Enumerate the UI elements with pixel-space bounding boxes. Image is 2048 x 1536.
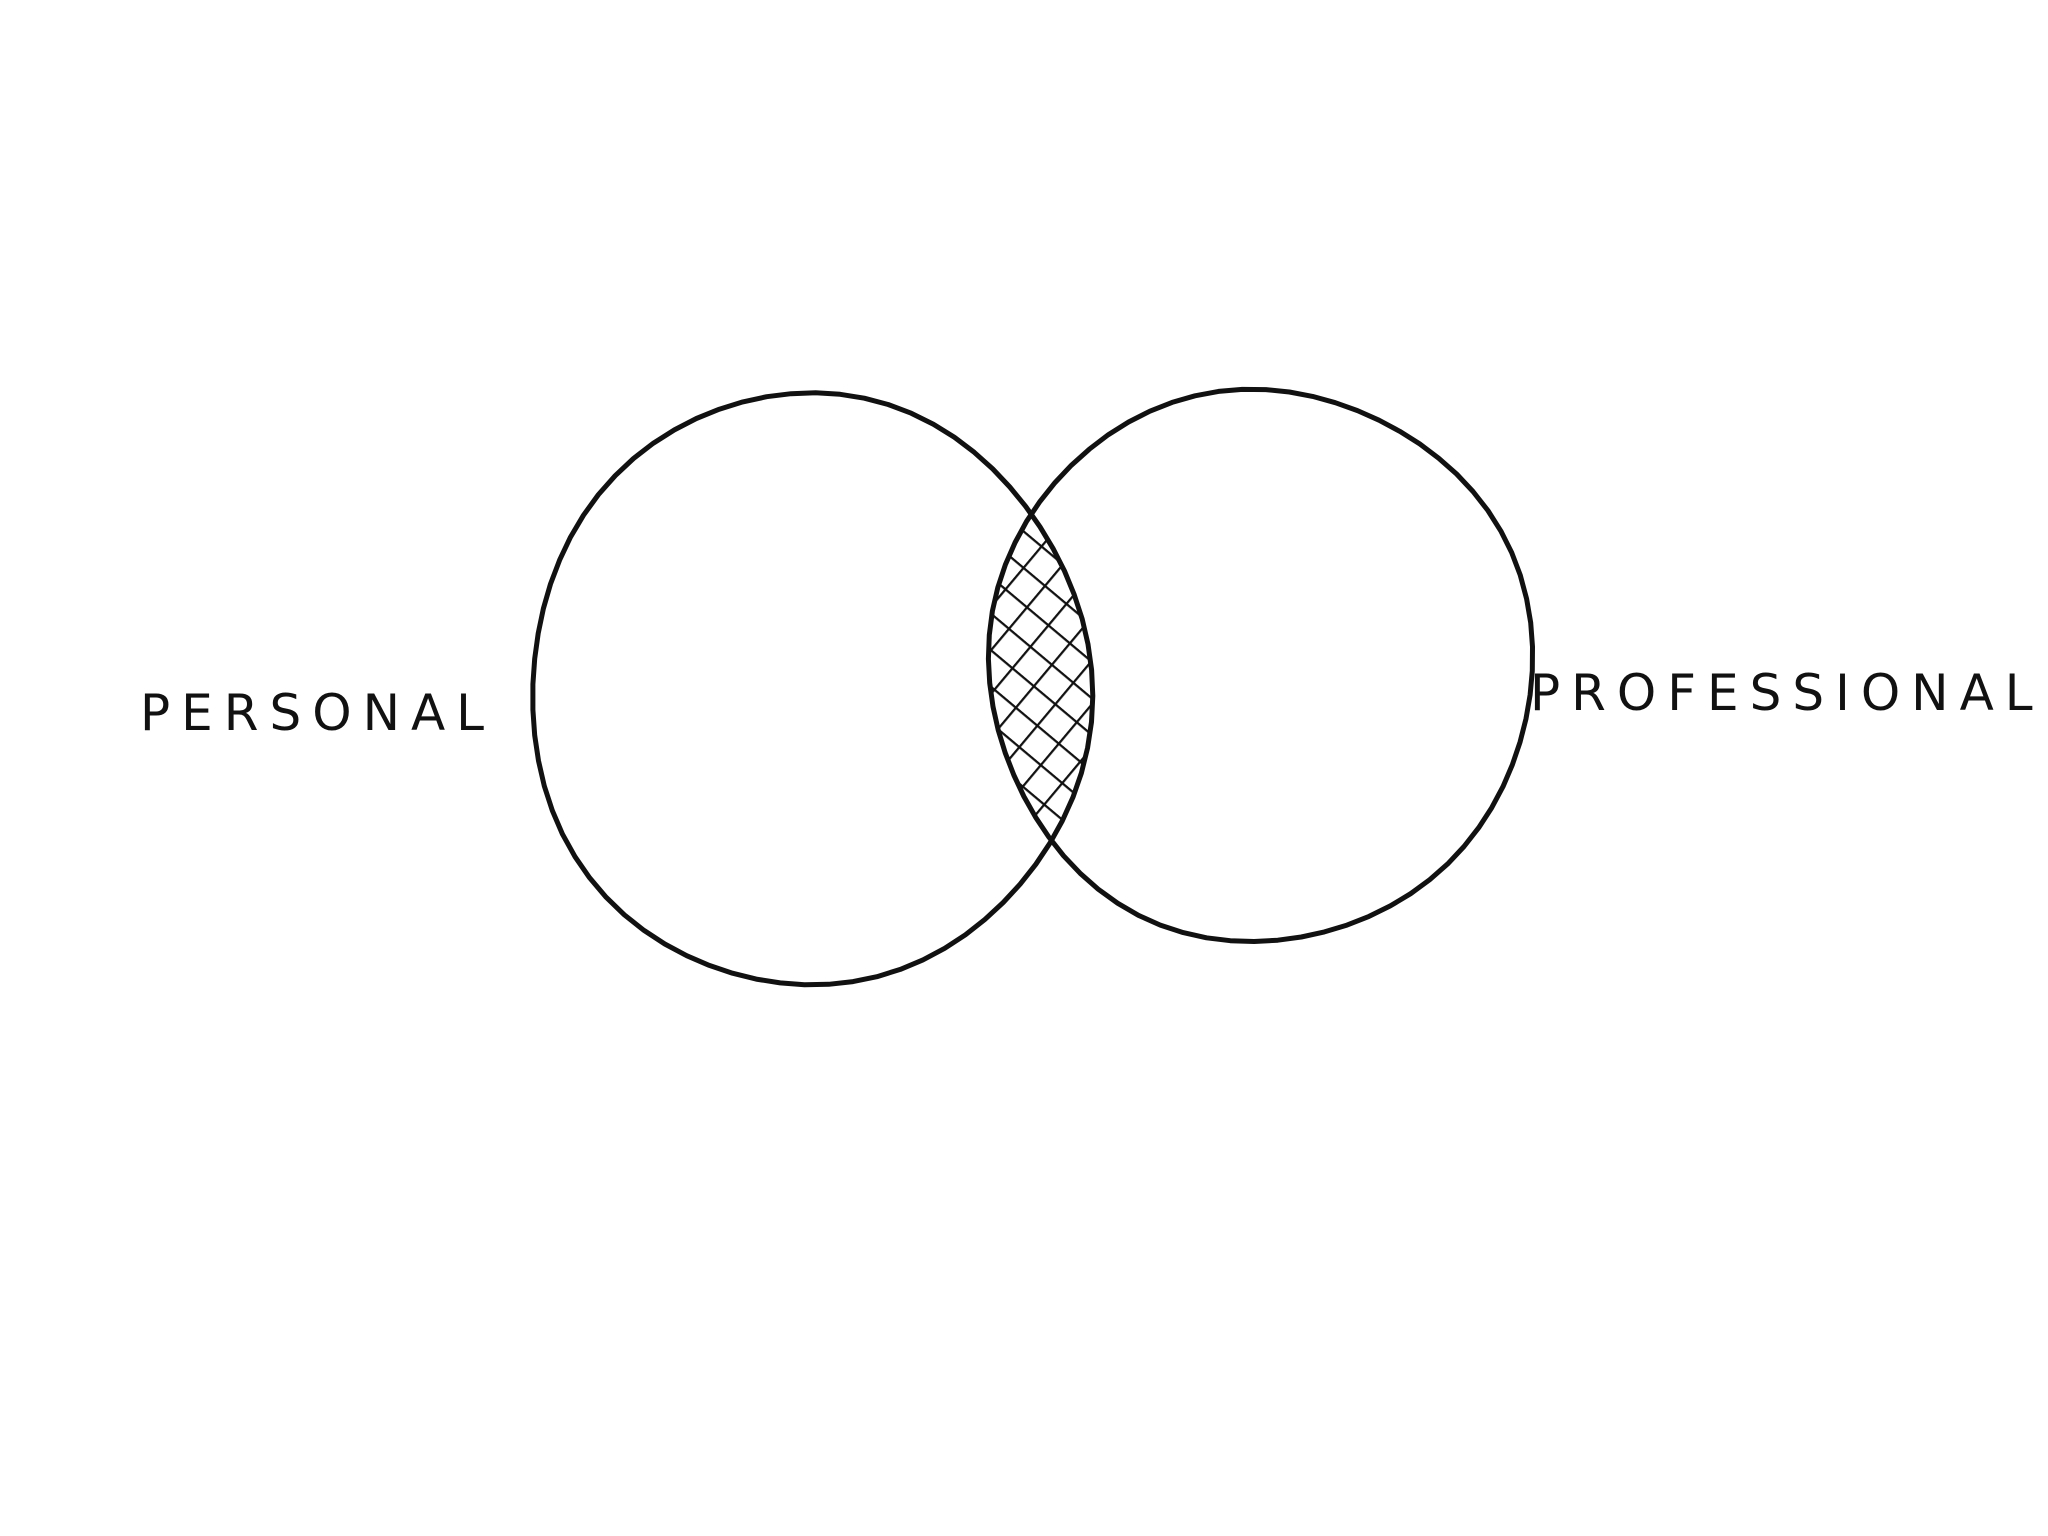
professional-label: PROFESSIONAL [1530, 664, 2044, 722]
personal-circle [530, 390, 1096, 988]
personal-label: PERSONAL [140, 684, 495, 742]
professional-circle [985, 386, 1535, 944]
